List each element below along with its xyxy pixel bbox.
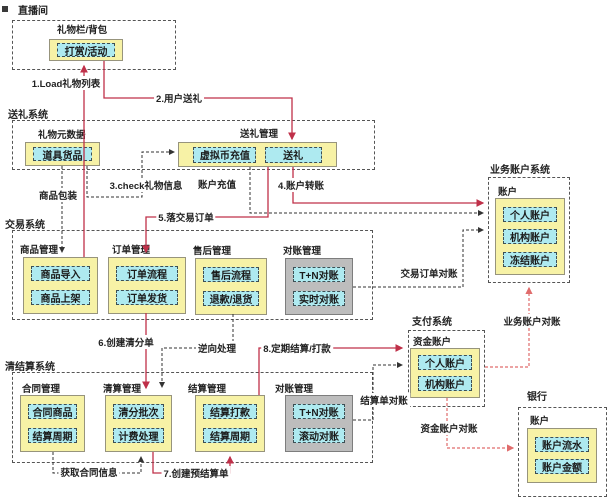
org-account-node: 机构账户	[503, 229, 557, 244]
gift-mgmt-group: 虚拟币充值 送礼	[178, 142, 337, 167]
gift-meta-title: 礼物元数据	[38, 130, 86, 141]
order-mgmt-title: 订单管理	[112, 245, 151, 256]
bank-amount-node: 账户金额	[535, 459, 589, 475]
settle-pay-node: 结算打款	[203, 404, 257, 420]
flow-label-periodic-settle: 8.定期结算/打款	[261, 341, 333, 355]
bank-box	[518, 407, 607, 497]
biz-account-group: 个人账户 机构账户 冻结账户	[495, 198, 565, 275]
realtime-recon-node: 实时对账	[293, 290, 345, 306]
bank-flow-node: 账户流水	[535, 436, 589, 452]
flow-label-load-gift-list: 1.Load礼物列表	[29, 76, 103, 90]
flow-label-place-trade-order: 5.落交易订单	[156, 210, 216, 224]
tn-recon-node: T+N对账	[293, 267, 345, 283]
flow-label-product-packaging: 商品包装	[36, 188, 80, 202]
contract-mgmt-title: 合同管理	[22, 384, 61, 395]
reward-node: 打赏/活动	[57, 43, 115, 58]
product-mgmt-title: 商品管理	[20, 245, 59, 256]
bullet-marker	[2, 6, 8, 12]
reward-group: 打赏/活动	[49, 39, 123, 61]
send-gift-node: 送礼	[264, 146, 322, 163]
settle-cycle-node: 结算周期	[28, 427, 77, 443]
trade-recon-group: T+N对账 实时对账	[285, 258, 353, 315]
trade-recon-title: 对账管理	[283, 246, 322, 257]
trade-system-label: 交易系统	[5, 220, 45, 231]
clearing-system-label: 清结算系统	[5, 362, 55, 373]
settle-cycle2-node: 结算周期	[203, 427, 257, 443]
product-listing-node: 商品上架	[31, 289, 90, 305]
flow-label-create-clearing: 6.创建清分单	[96, 335, 156, 349]
live-room-box	[12, 20, 176, 70]
gift-panel-title: 礼物栏/背包	[57, 25, 108, 36]
payment-system-label: 支付系统	[412, 317, 452, 328]
fund-personal-node: 个人账户	[418, 355, 472, 370]
gift-meta-group: 道具货品	[25, 142, 100, 166]
flow-label-account-recharge: 账户充值	[195, 177, 239, 191]
props-node: 道具货品	[33, 147, 92, 162]
contract-product-node: 合同商品	[28, 404, 77, 420]
rolling-recon-node: 滚动对账	[293, 427, 345, 443]
flow-label-fund-account-recon: 资金账户对账	[418, 421, 480, 435]
clearing-batch-node: 清分批次	[113, 404, 164, 420]
live-room-label: 直播间	[18, 6, 48, 17]
clearing-mgmt-title: 清算管理	[103, 384, 142, 395]
product-import-node: 商品导入	[31, 266, 90, 282]
aftersale-mgmt-group: 售后流程 退款/退货	[195, 258, 267, 315]
bank-label: 银行	[527, 392, 547, 403]
fund-org-node: 机构账户	[418, 376, 472, 391]
settle-mgmt-title: 结算管理	[188, 384, 227, 395]
flow-label-create-presettle: 7.创建预结算单	[161, 466, 231, 480]
order-ship-node: 订单发货	[116, 289, 178, 305]
frozen-account-node: 冻结账户	[503, 251, 557, 267]
flow-label-account-transfer: 4.账户转账	[276, 178, 326, 192]
gift-mgmt-title: 送礼管理	[240, 129, 279, 140]
flow-label-biz-account-recon: 业务账户对账	[501, 314, 563, 328]
bank-account-group: 账户流水 账户金额	[527, 428, 597, 483]
flow-label-get-contract: 获取合同信息	[58, 465, 120, 479]
bank-account-title: 账户	[530, 416, 550, 427]
order-flow-node: 订单流程	[116, 266, 178, 282]
aftersale-mgmt-title: 售后管理	[193, 246, 232, 257]
gift-system-label: 送礼系统	[8, 110, 48, 121]
fund-account-group: 个人账户 机构账户	[410, 348, 480, 398]
tn-recon2-node: T+N对账	[293, 404, 345, 420]
billing-node: 计费处理	[113, 427, 164, 443]
contract-mgmt-group: 合同商品 结算周期	[20, 395, 85, 452]
personal-account-node: 个人账户	[503, 206, 557, 222]
settle-mgmt-group: 结算打款 结算周期	[195, 395, 265, 452]
clearing-mgmt-group: 清分批次 计费处理	[105, 395, 172, 452]
refund-node: 退款/退货	[203, 290, 259, 306]
clearing-recon-group: T+N对账 滚动对账	[285, 395, 353, 452]
biz-account-system-box	[488, 177, 570, 283]
flow-label-trade-order-recon: 交易订单对账	[398, 266, 460, 280]
aftersale-flow-node: 售后流程	[203, 267, 259, 283]
clearing-recon-title: 对账管理	[275, 384, 314, 395]
order-mgmt-group: 订单流程 订单发货	[108, 257, 186, 314]
recharge-node: 虚拟币充值	[193, 146, 257, 163]
product-mgmt-group: 商品导入 商品上架	[23, 257, 98, 314]
flow-label-check-gift-info: 3.check礼物信息	[107, 178, 185, 192]
flow-label-settle-bill-recon: 结算单对账	[358, 393, 410, 407]
fund-account-title: 资金账户	[413, 337, 452, 348]
biz-account-system-label: 业务账户系统	[490, 165, 550, 176]
flow-label-reverse-process: 逆向处理	[195, 341, 239, 355]
flow-label-user-send-gift: 2.用户送礼	[154, 91, 204, 105]
biz-account-title: 账户	[498, 187, 518, 198]
